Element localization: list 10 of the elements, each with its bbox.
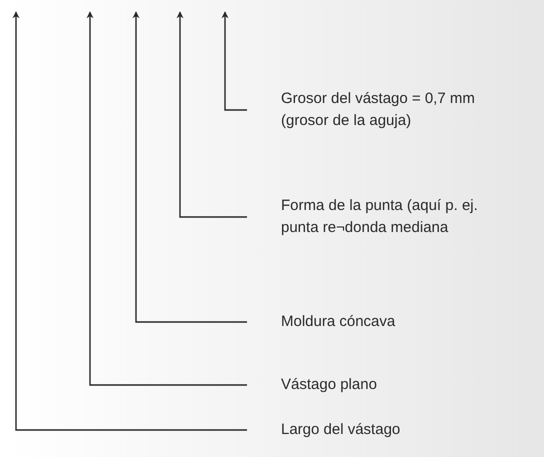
callout-text: Vástago plano <box>281 374 491 396</box>
callout-text: Moldura cóncava <box>281 311 491 333</box>
leader-line <box>12 11 247 431</box>
leader-line <box>132 11 247 323</box>
callout-text: Forma de la punta (aquí p. ej. punta re¬donda mediana <box>281 195 491 239</box>
leader-line <box>176 11 247 218</box>
leader-line <box>222 11 247 111</box>
callout-text: Grosor del vástago = 0,7 mm (grosor de la aguja) <box>281 88 491 132</box>
callout-text: Largo del vástago <box>281 419 491 441</box>
leader-line <box>86 11 247 386</box>
